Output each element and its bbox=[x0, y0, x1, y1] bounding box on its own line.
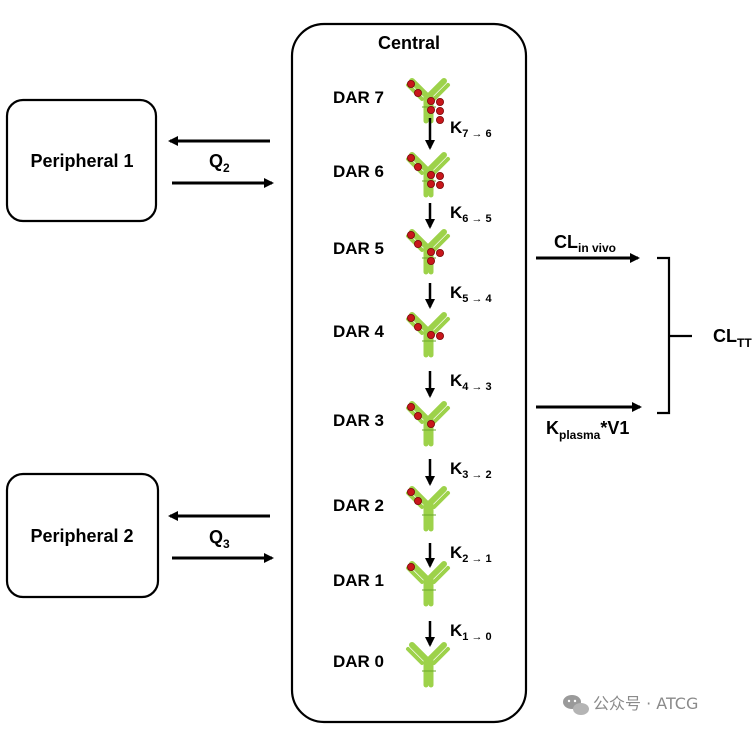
drug-payload-dot bbox=[435, 115, 444, 124]
drug-payload-dot bbox=[427, 331, 435, 339]
drug-payload-dot bbox=[427, 256, 435, 265]
drug-payload-dot bbox=[435, 98, 444, 106]
dar-label: DAR 6 bbox=[333, 162, 384, 181]
watermark: 公众号 · ATCG bbox=[563, 694, 698, 715]
clearance-bracket bbox=[657, 256, 692, 415]
drug-payload-dot bbox=[413, 412, 422, 420]
drug-payload-dot bbox=[413, 323, 422, 331]
antibody-icon bbox=[406, 78, 450, 124]
dar-label: DAR 2 bbox=[333, 496, 384, 515]
antibody-icon bbox=[406, 561, 450, 607]
rate-constant-label: K5 → 4 bbox=[450, 283, 493, 305]
drug-payload-dot bbox=[427, 420, 435, 428]
drug-payload-dot bbox=[413, 240, 422, 248]
drug-payload-dot bbox=[406, 79, 415, 88]
dar-states: DAR 7 DAR 6 DAR 5 DAR 4 DAR 3 DAR 2 DAR 1 DAR 0… bbox=[333, 78, 493, 688]
drug-payload-dot bbox=[435, 249, 444, 257]
drug-payload-dot bbox=[435, 106, 444, 115]
drug-payload-dot bbox=[427, 179, 435, 188]
drug-payload-dot bbox=[427, 97, 435, 105]
dar-label: DAR 5 bbox=[333, 239, 384, 258]
rate-constant-label: K2 → 1 bbox=[450, 543, 492, 565]
dar-label: DAR 3 bbox=[333, 411, 384, 430]
cl-in-vivo-label: CLin vivo bbox=[554, 232, 616, 255]
cl-total-label: CLTT bbox=[713, 326, 752, 350]
rate-constant-label: K1 → 0 bbox=[450, 621, 492, 643]
drug-payload-dot bbox=[427, 105, 435, 114]
antibody-icon bbox=[406, 642, 450, 688]
wechat-icon bbox=[563, 695, 589, 715]
drug-payload-dot bbox=[406, 562, 415, 571]
drug-payload-dot bbox=[406, 487, 415, 496]
drug-payload-dot bbox=[406, 402, 415, 411]
drug-payload-dot bbox=[427, 248, 435, 256]
peripheral-1-box bbox=[5, 98, 158, 223]
dar-label: DAR 1 bbox=[333, 571, 384, 590]
antibody-icon bbox=[406, 312, 450, 358]
central-compartment bbox=[290, 22, 528, 724]
flow-q2-label: Q2 bbox=[209, 151, 230, 175]
flow-q3-label: Q3 bbox=[209, 527, 230, 551]
k-plasma-v1-label: Kplasma*V1 bbox=[546, 418, 629, 442]
dar-label: DAR 0 bbox=[333, 652, 384, 671]
drug-payload-dot bbox=[435, 332, 444, 340]
antibody-icon bbox=[406, 401, 450, 447]
drug-payload-dot bbox=[406, 313, 415, 322]
drug-payload-dot bbox=[406, 230, 415, 239]
drug-payload-dot bbox=[427, 171, 435, 179]
peripheral-1-label: Peripheral 1 bbox=[30, 151, 133, 171]
drug-payload-dot bbox=[413, 163, 422, 171]
peripheral-2-label: Peripheral 2 bbox=[30, 526, 133, 546]
rate-constant-label: K3 → 2 bbox=[450, 459, 492, 481]
antibody-icon bbox=[406, 486, 450, 532]
rate-constant-label: K6 → 5 bbox=[450, 203, 492, 225]
drug-payload-dot bbox=[406, 153, 415, 162]
antibody-icon bbox=[406, 152, 450, 198]
rate-constant-label: K4 → 3 bbox=[450, 371, 492, 393]
drug-payload-dot bbox=[435, 180, 444, 189]
dar-label: DAR 4 bbox=[333, 322, 385, 341]
drug-payload-dot bbox=[413, 497, 422, 505]
central-title: Central bbox=[378, 33, 440, 53]
drug-payload-dot bbox=[413, 89, 422, 97]
antibody-icon bbox=[406, 229, 450, 275]
dar-label: DAR 7 bbox=[333, 88, 384, 107]
drug-payload-dot bbox=[435, 172, 444, 180]
watermark-text: 公众号 · ATCG bbox=[593, 694, 698, 713]
peripheral-2-box bbox=[5, 472, 160, 599]
rate-constant-label: K7 → 6 bbox=[450, 118, 492, 140]
